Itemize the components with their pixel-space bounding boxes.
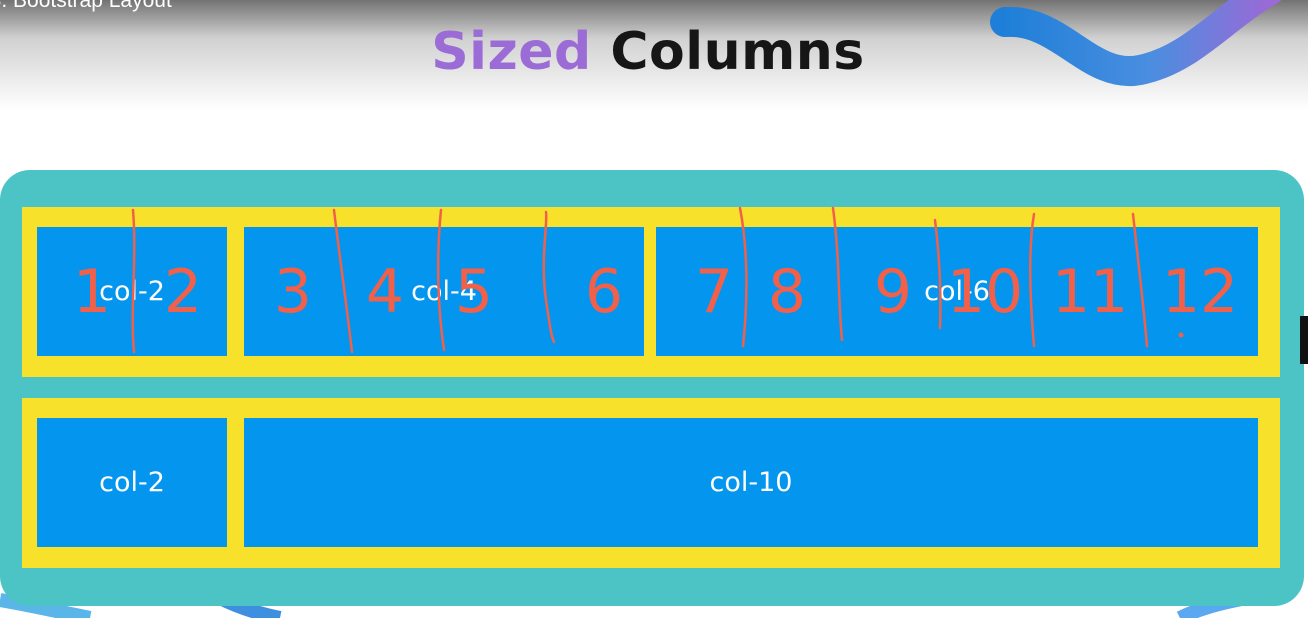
annotation-number: 8 xyxy=(768,257,806,327)
column-col-6: col-6 xyxy=(656,227,1258,356)
annotation-number: 12 xyxy=(1162,257,1238,327)
column-col-2: col-2 xyxy=(37,418,227,547)
annotation-number: 7 xyxy=(695,257,733,327)
annotation-number: 11 xyxy=(1052,257,1128,327)
title-rest: Columns xyxy=(591,22,865,82)
column-col-4: col-4 xyxy=(244,227,644,356)
annotation-number: 5 xyxy=(455,257,493,327)
annotation-number: 3 xyxy=(274,257,312,327)
annotation-number: 9 xyxy=(874,257,912,327)
annotation-number: 1 xyxy=(73,257,111,327)
video-title: 03. Bootstrap Layout xyxy=(0,0,172,12)
page-title: Sized Columns xyxy=(0,22,1296,82)
annotation-number: 6 xyxy=(585,257,623,327)
column-col-10: col-10 xyxy=(244,418,1258,547)
grid-row-2: col-2 col-10 xyxy=(22,398,1280,568)
title-accent-word: Sized xyxy=(431,22,592,82)
annotation-number: 2 xyxy=(164,257,202,327)
annotation-number: 10 xyxy=(947,257,1023,327)
edge-mark xyxy=(1300,316,1308,364)
annotation-number: 4 xyxy=(366,257,404,327)
